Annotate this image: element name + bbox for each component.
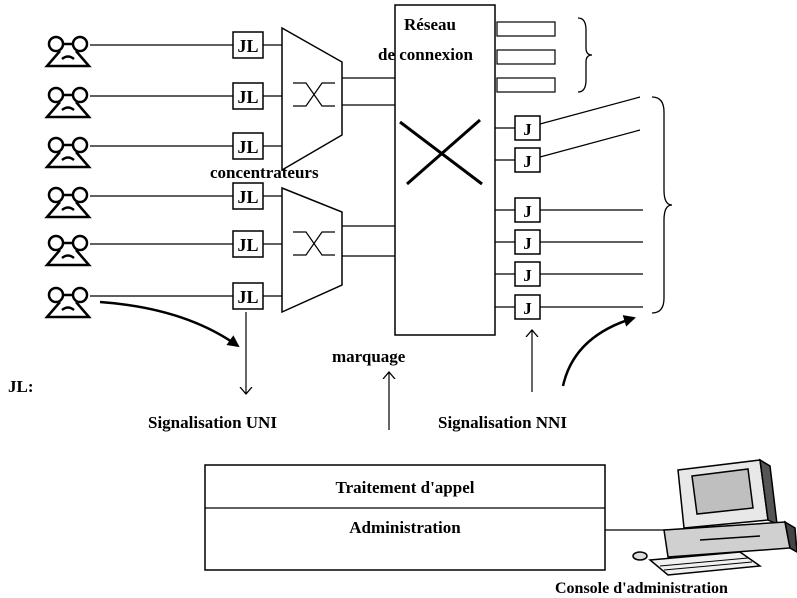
concentrators-label: concentrateurs (210, 163, 319, 182)
connection-network: Réseau de connexion (378, 4, 496, 336)
computer-icon (632, 458, 797, 576)
network-title-line2: de connexion (378, 45, 473, 64)
svg-text:JL: JL (237, 87, 258, 107)
line-unit: JL (232, 182, 264, 210)
brace (577, 17, 593, 93)
svg-text:J: J (523, 120, 532, 139)
uni-label: Signalisation UNI (148, 413, 277, 432)
trunk-unit: J (514, 261, 541, 287)
trunk-unit: J (514, 294, 541, 320)
telephone-icon (45, 286, 91, 319)
administration-label: Administration (349, 518, 461, 537)
svg-text:J: J (523, 202, 532, 221)
line-unit: JL (232, 82, 264, 110)
svg-text:JL: JL (237, 187, 258, 207)
switch-symbol (293, 82, 335, 107)
svg-text:JL: JL (237, 235, 258, 255)
svg-text:J: J (523, 152, 532, 171)
svg-text:J: J (523, 234, 532, 253)
concentrator-2 (281, 186, 343, 314)
telephones (45, 35, 91, 319)
svg-text:J: J (523, 266, 532, 285)
switch-symbol (293, 231, 335, 256)
upper-outputs (496, 17, 593, 93)
svg-text:J: J (523, 299, 532, 318)
telephone-icon (45, 234, 91, 267)
svg-text:JL: JL (237, 287, 258, 307)
line-units: JL JL JL JL JL JL (232, 31, 264, 310)
trunk-unit: J (514, 197, 541, 223)
marquage-label: marquage (332, 347, 406, 366)
subscriber-lines (90, 44, 282, 297)
brace (651, 96, 673, 314)
uni-curved-arrow (99, 300, 240, 348)
concentrator-1 (281, 26, 343, 172)
line-unit: JL (232, 132, 264, 160)
telephone-icon (45, 86, 91, 119)
internal-links (342, 77, 395, 257)
telephone-icon (45, 35, 91, 68)
trunk-unit: J (514, 115, 541, 141)
line-unit: JL (232, 282, 264, 310)
trunk-unit: J (514, 229, 541, 255)
control-box: Traitement d'appel Administration (204, 464, 606, 571)
line-unit: JL (232, 31, 264, 59)
line-unit: JL (232, 230, 264, 258)
trunk-links (495, 96, 673, 314)
jl-legend: JL: (8, 377, 34, 396)
telephone-icon (45, 186, 91, 219)
nni-curved-arrow (561, 315, 636, 387)
telephone-icon (45, 136, 91, 169)
network-title-line1: Réseau (404, 15, 456, 34)
cross-switch-symbol (399, 118, 483, 186)
nni-label: Signalisation NNI (438, 413, 567, 432)
svg-text:JL: JL (237, 137, 258, 157)
trunk-units: J J J J J J (514, 115, 541, 320)
call-processing-label: Traitement d'appel (336, 478, 475, 497)
trunk-unit: J (514, 147, 541, 173)
svg-text:JL: JL (237, 36, 258, 56)
console-label: Console d'administration (555, 580, 728, 597)
